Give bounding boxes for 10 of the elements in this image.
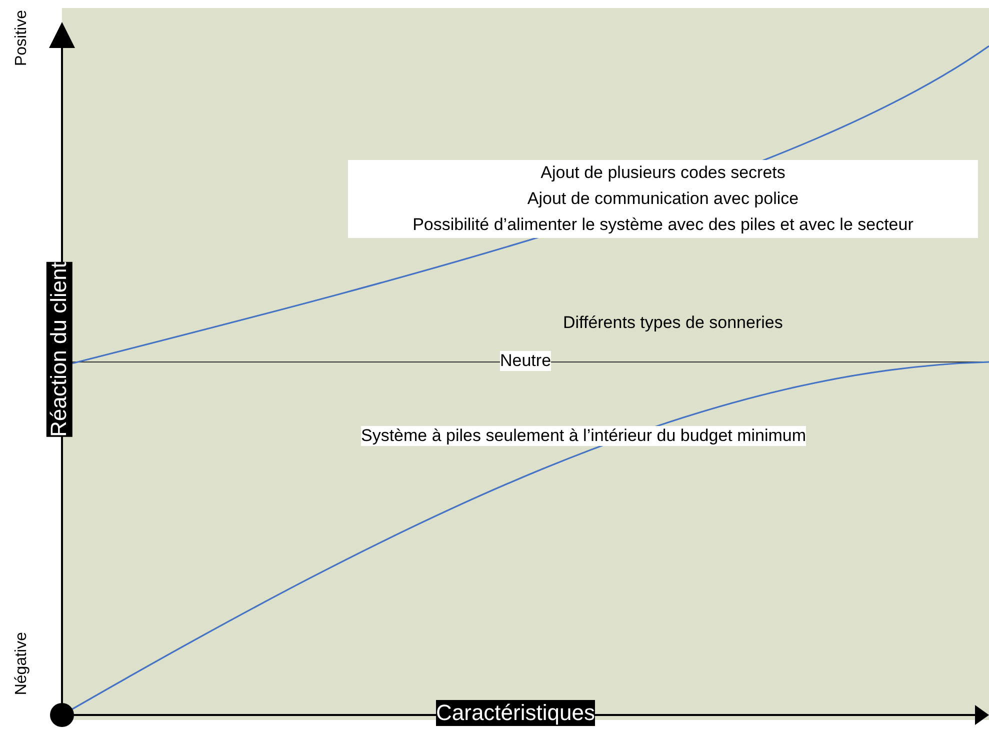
axis-end-label: Négative [12, 632, 31, 696]
neutral-label: Neutre [500, 351, 552, 372]
feature-label: Différents types de sonneries [563, 313, 783, 334]
feature-label: Ajout de plusieurs codes secrets [348, 160, 978, 186]
axis-end-label: Positive [12, 10, 31, 66]
feature-label: Possibilité d’alimenter le système avec des piles et avec le secteur [348, 212, 978, 238]
feature-label: Système à piles seulement à l’intérieur du budget minimum [361, 426, 806, 446]
feature-label: Ajout de communication avec police [348, 186, 978, 212]
axis-title: Réaction du client [46, 262, 72, 437]
axis-title: Caractéristiques [436, 700, 595, 726]
